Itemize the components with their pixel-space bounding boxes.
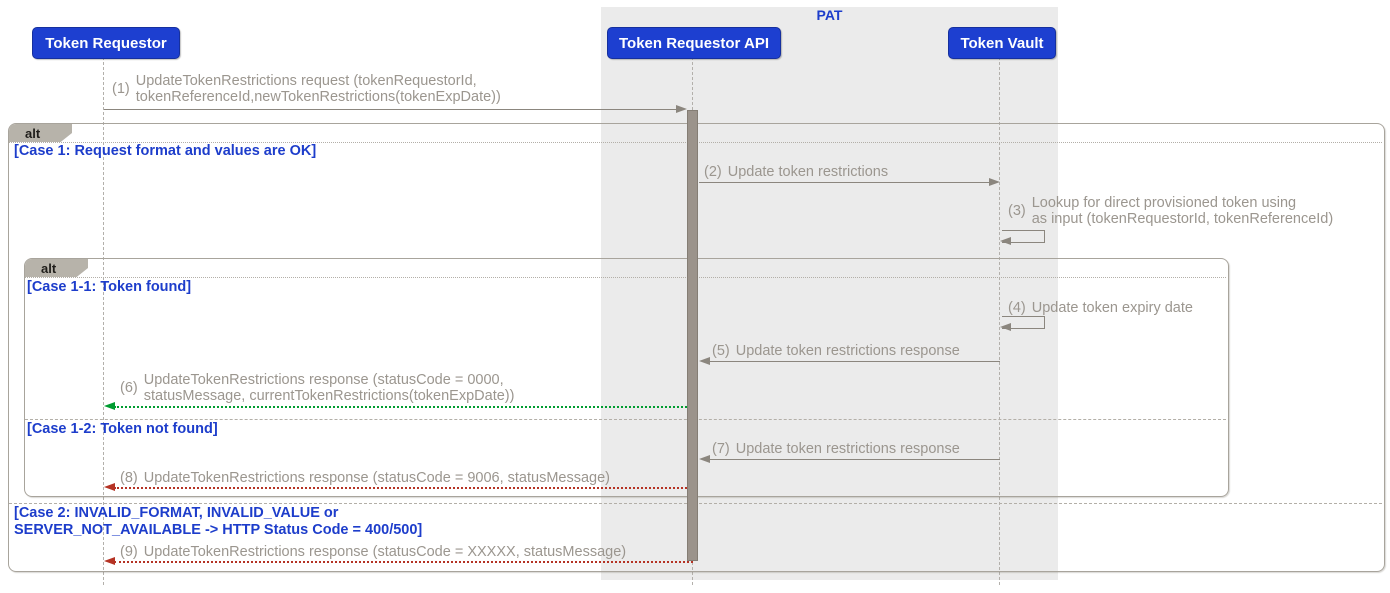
message-3-arrowhead <box>1000 237 1011 245</box>
message-4-number: (4) <box>1008 300 1026 316</box>
case-label-1-1: [Case 1-1: Token found] <box>27 279 192 295</box>
message-7-arrowhead <box>699 455 710 463</box>
message-9-text: UpdateTokenRestrictions response (status… <box>143 544 627 560</box>
message-7-text: Update token restrictions response <box>735 441 960 457</box>
message-9-number: (9) <box>120 544 138 560</box>
message-7-line <box>709 459 1000 460</box>
message-5-number: (5) <box>712 343 730 359</box>
alt-frame-inner <box>24 258 1229 497</box>
message-3-label: (3) Lookup for direct provisioned token … <box>1008 195 1333 227</box>
message-1-number: (1) <box>112 81 130 97</box>
message-8-line <box>114 487 687 489</box>
message-2-line <box>699 182 990 183</box>
message-1-arrowhead <box>676 105 687 113</box>
case-label-1-2: [Case 1-2: Token not found] <box>27 421 218 437</box>
pat-group-box <box>601 7 1058 580</box>
participant-token-requestor: Token Requestor <box>32 27 180 59</box>
message-3-text: Lookup for direct provisioned token usin… <box>1031 195 1334 227</box>
message-9-arrowhead <box>104 557 115 565</box>
lifeline-token-requestor <box>103 57 104 585</box>
lifeline-token-vault <box>999 57 1000 585</box>
message-6-line <box>114 406 687 408</box>
message-2-text: Update token restrictions <box>727 164 889 180</box>
pat-group-label: PAT <box>816 7 843 23</box>
alt-tab-outer: alt <box>9 124 72 142</box>
message-1-line <box>104 109 677 110</box>
message-3-self-loop <box>1002 230 1045 243</box>
message-8-text: UpdateTokenRestrictions response (status… <box>143 470 610 486</box>
message-8-label: (8) UpdateTokenRestrictions response (st… <box>120 470 610 486</box>
message-5-line <box>709 361 1000 362</box>
message-8-number: (8) <box>120 470 138 486</box>
message-5-text: Update token restrictions response <box>735 343 960 359</box>
message-1-text: UpdateTokenRestrictions request (tokenRe… <box>135 73 501 105</box>
message-6-label: (6) UpdateTokenRestrictions response (st… <box>120 372 514 404</box>
participant-token-requestor-api-label: Token Requestor API <box>618 34 770 52</box>
activation-bar-token-requestor-api <box>687 110 698 561</box>
message-7-label: (7) Update token restrictions response <box>712 441 960 457</box>
message-9-line <box>114 561 693 563</box>
message-2-label: (2) Update token restrictions <box>704 164 888 180</box>
message-8-arrowhead <box>104 483 115 491</box>
message-2-number: (2) <box>704 164 722 180</box>
participant-token-requestor-label: Token Requestor <box>45 34 167 52</box>
alt-tab-inner-label: alt <box>41 260 57 276</box>
message-2-arrowhead <box>989 178 1000 186</box>
participant-token-vault-label: Token Vault <box>960 34 1044 52</box>
alt-tab-outer-label: alt <box>25 125 41 141</box>
message-6-arrowhead <box>104 402 115 410</box>
message-1-label: (1) UpdateTokenRestrictions request (tok… <box>112 73 501 105</box>
message-3-number: (3) <box>1008 203 1026 219</box>
alt-tab-inner: alt <box>25 259 88 277</box>
message-4-text: Update token expiry date <box>1031 300 1193 316</box>
inner-section-separator-top <box>25 277 1226 278</box>
participant-token-requestor-api: Token Requestor API <box>607 27 781 59</box>
message-9-label: (9) UpdateTokenRestrictions response (st… <box>120 544 626 560</box>
message-4-label: (4) Update token expiry date <box>1008 300 1193 316</box>
case-label-1: [Case 1: Request format and values are O… <box>14 143 317 159</box>
message-6-number: (6) <box>120 380 138 396</box>
message-6-text: UpdateTokenRestrictions response (status… <box>143 372 515 404</box>
message-5-label: (5) Update token restrictions response <box>712 343 960 359</box>
message-4-self-loop <box>1002 316 1045 329</box>
case-label-2: [Case 2: INVALID_FORMAT, INVALID_VALUE o… <box>14 505 423 538</box>
message-7-number: (7) <box>712 441 730 457</box>
message-5-arrowhead <box>699 357 710 365</box>
participant-token-vault: Token Vault <box>948 27 1056 59</box>
inner-section-divider <box>25 419 1226 420</box>
message-4-arrowhead <box>1000 323 1011 331</box>
